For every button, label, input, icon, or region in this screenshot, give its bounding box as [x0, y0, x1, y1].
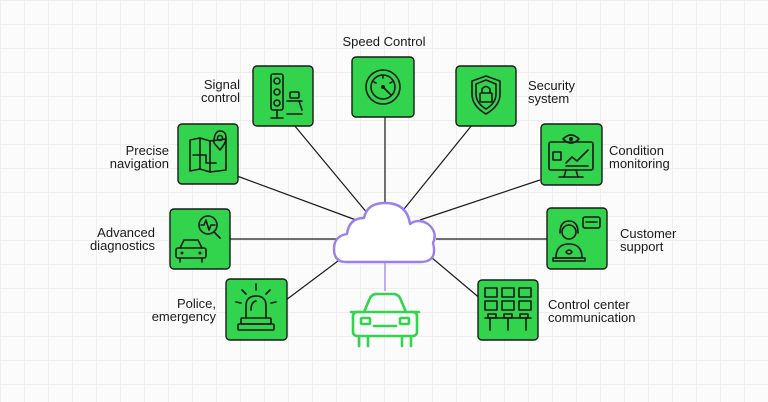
node-speed: [351, 56, 415, 118]
label-navigation-line-2: navigation: [109, 156, 169, 171]
node-condition: [540, 123, 603, 186]
siren-icon: [235, 283, 277, 331]
label-diagnostics-line-2: diagnostics: [89, 238, 155, 253]
speedometer-icon: [365, 69, 401, 105]
label-speed: Speed Control: [334, 35, 434, 48]
link-signal: [293, 124, 369, 215]
traffic-light-icon: [270, 73, 303, 119]
link-condition: [419, 179, 541, 221]
car-icon: [349, 292, 421, 348]
label-condition-line-2: monitoring: [609, 156, 670, 171]
monitor-eye-icon: [548, 134, 594, 178]
label-signal: Signal control: [160, 78, 240, 104]
label-control-center-line-1: Control center: [548, 297, 630, 312]
control-room-icon: [484, 287, 532, 331]
label-support-line-1: Customer: [620, 226, 677, 241]
label-navigation: Precise navigation: [70, 144, 169, 170]
label-speed-line-1: Speed Control: [342, 34, 426, 49]
node-security: [455, 65, 517, 127]
cloud-hub-icon: [332, 201, 436, 264]
car-diagnostic-icon: [175, 215, 221, 263]
link-security: [399, 124, 473, 215]
label-condition-line-1: Condition: [609, 143, 664, 158]
label-diagnostics: Advanced diagnostics: [60, 226, 155, 252]
label-support-line-2: support: [620, 239, 664, 254]
label-police-line-2: emergency: [151, 309, 216, 324]
label-security: Security system: [528, 79, 618, 105]
label-security-line-1: Security: [528, 78, 575, 93]
label-control-center-line-2: communication: [548, 310, 636, 325]
label-signal-line-2: control: [200, 90, 240, 105]
label-navigation-line-1: Precise: [125, 143, 169, 158]
label-signal-line-1: Signal: [203, 77, 240, 92]
node-diagnostics: [169, 208, 231, 270]
map-pin-icon: [189, 130, 227, 173]
label-police: Police, emergency: [120, 297, 216, 323]
node-support: [546, 207, 608, 270]
node-signal: [252, 65, 314, 127]
label-security-line-2: system: [528, 91, 570, 106]
label-support: Customer support: [620, 227, 710, 253]
node-police: [225, 278, 288, 341]
label-diagnostics-line-1: Advanced: [97, 225, 155, 240]
label-control-center: Control center communication: [548, 298, 658, 324]
node-navigation: [177, 123, 239, 185]
label-police-line-1: Police,: [176, 296, 216, 311]
label-condition: Condition monitoring: [609, 144, 709, 170]
link-navigation: [236, 175, 357, 221]
shield-lock-icon: [471, 75, 501, 115]
headset-agent-icon: [552, 216, 601, 262]
link-control-center: [424, 251, 483, 301]
connector-lines: [230, 115, 547, 301]
node-control-center: [477, 279, 539, 341]
